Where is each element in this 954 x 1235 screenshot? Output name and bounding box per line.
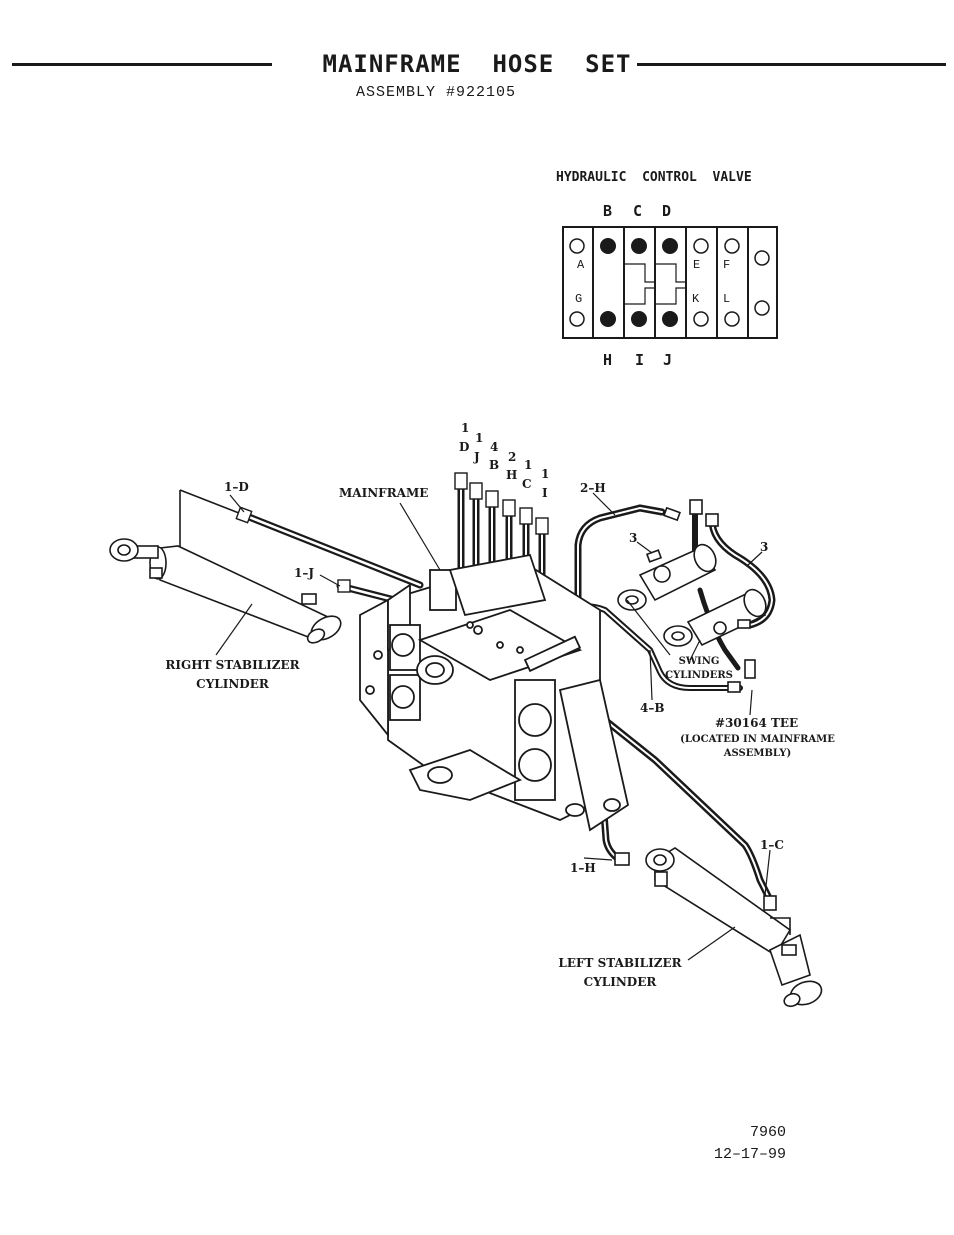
label-swing-line1: SWING bbox=[678, 656, 720, 667]
valve-ports bbox=[569, 238, 770, 327]
valve-inner-label-l: L bbox=[723, 292, 731, 306]
label-hose-1c: 1–C bbox=[760, 838, 784, 852]
label-right-stabilizer-line2: CYLINDER bbox=[196, 677, 269, 691]
label-left-stabilizer: LEFT STABILIZER CYLINDER bbox=[550, 957, 690, 988]
valve-port-label-j: J bbox=[663, 351, 673, 369]
port-i-dot bbox=[631, 311, 647, 327]
leader-lines bbox=[215, 492, 771, 961]
stack-fittings bbox=[235, 472, 549, 593]
valve-inner-label-g: G bbox=[575, 292, 583, 306]
label-tee-note-line1: (LOCATED IN MAINFRAME bbox=[680, 734, 835, 745]
port-h-dot bbox=[600, 311, 616, 327]
port-e-circle bbox=[693, 238, 709, 254]
label-three-a: 3 bbox=[629, 531, 638, 545]
assembly-number: ASSEMBLY #922105 bbox=[356, 84, 517, 101]
label-tee-note-line2: ASSEMBLY) bbox=[723, 748, 792, 759]
label-swing-cylinders: SWING CYLINDERS bbox=[660, 657, 738, 681]
stack-label-3-l: B bbox=[489, 458, 500, 472]
stack-label-1-l: D bbox=[459, 440, 470, 454]
label-tee: #30164 TEE bbox=[715, 716, 799, 730]
valve-port-label-i: I bbox=[635, 351, 645, 369]
port-f-circle bbox=[724, 238, 740, 254]
valve-port-label-d: D bbox=[662, 202, 672, 220]
control-valve bbox=[562, 226, 778, 339]
label-three-b: 3 bbox=[760, 540, 769, 554]
label-left-stabilizer-line2: CYLINDER bbox=[583, 975, 657, 989]
mainframe bbox=[359, 553, 630, 832]
label-left-stabilizer-line1: LEFT STABILIZER bbox=[558, 956, 682, 970]
drawing-date: 12–17–99 bbox=[713, 1146, 786, 1163]
hoses bbox=[240, 481, 776, 904]
left-stabilizer-cylinder bbox=[614, 847, 823, 1008]
valve-port-label-b: B bbox=[603, 202, 613, 220]
label-swing-line2: CYLINDERS bbox=[665, 670, 733, 681]
label-hose-1j: 1–J bbox=[294, 566, 315, 580]
stack-label-5-l: C bbox=[522, 477, 532, 491]
page-title: MAINFRAME HOSE SET bbox=[0, 50, 954, 78]
label-hose-1h: 1–H bbox=[570, 861, 596, 875]
port-j-dot bbox=[662, 311, 678, 327]
stack-label-2-n: 1 bbox=[475, 431, 484, 445]
port-a-circle bbox=[569, 238, 585, 254]
stack-label-2-l: J bbox=[474, 450, 480, 464]
swing-cylinders bbox=[617, 499, 767, 693]
port-d-dot bbox=[662, 238, 678, 254]
stack-label-3-n: 4 bbox=[490, 440, 499, 454]
valve-inner-label-e: E bbox=[693, 258, 701, 272]
port-extra-bottom bbox=[754, 300, 770, 316]
port-b-dot bbox=[600, 238, 616, 254]
label-right-stabilizer: RIGHT STABILIZER CYLINDER bbox=[160, 659, 305, 690]
header-rule-left bbox=[12, 63, 272, 66]
valve-inner-label-f: F bbox=[723, 258, 731, 272]
stack-label-4-l: H bbox=[506, 468, 518, 482]
valve-port-label-c: C bbox=[633, 202, 643, 220]
label-hose-4b: 4–B bbox=[640, 701, 665, 715]
valve-title: HYDRAULIC CONTROL VALVE bbox=[556, 170, 752, 185]
valve-inner-label-k: K bbox=[692, 292, 700, 306]
port-extra-top bbox=[754, 250, 770, 266]
label-hose-1d: 1–D bbox=[224, 480, 249, 494]
valve-inner-label-a: A bbox=[577, 258, 585, 272]
stack-label-6-n: 1 bbox=[541, 467, 550, 481]
valve-port-label-h: H bbox=[603, 351, 613, 369]
label-hose-2h: 2–H bbox=[580, 481, 606, 495]
drawing-number: 7960 bbox=[749, 1124, 786, 1141]
port-l-circle bbox=[724, 311, 740, 327]
stack-label-4-n: 2 bbox=[508, 450, 517, 464]
header-rule-right bbox=[612, 63, 946, 66]
port-g-circle bbox=[569, 311, 585, 327]
stack-label-6-l: I bbox=[542, 486, 548, 500]
right-stabilizer-cylinder bbox=[109, 489, 342, 644]
label-right-stabilizer-line1: RIGHT STABILIZER bbox=[165, 658, 300, 672]
label-mainframe: MAINFRAME bbox=[339, 486, 429, 500]
port-k-circle bbox=[693, 311, 709, 327]
label-tee-note: (LOCATED IN MAINFRAME ASSEMBLY) bbox=[675, 735, 840, 759]
stack-label-1-n: 1 bbox=[461, 421, 470, 435]
stack-label-5-n: 1 bbox=[524, 458, 533, 472]
port-c-dot bbox=[631, 238, 647, 254]
